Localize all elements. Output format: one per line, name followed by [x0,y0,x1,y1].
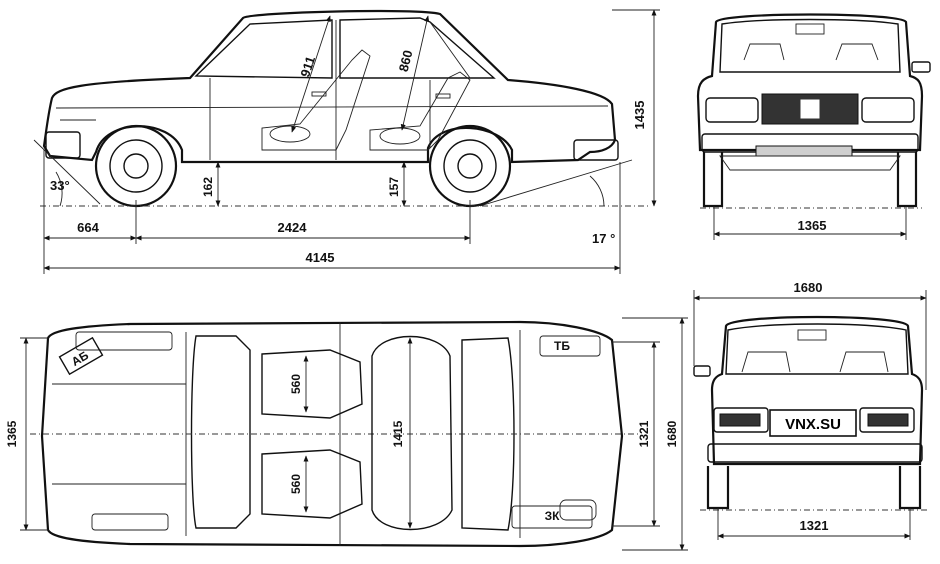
rear-track-label: 1321 [800,518,829,533]
front-seat-upper-width-label: 560 [289,374,303,394]
length-label: 4145 [306,250,335,265]
rear-seat-width-label: 1415 [391,420,405,447]
battery-label: АБ [69,348,91,369]
fuel-tank-label: ТБ [554,339,570,353]
roof-diagonal-rear-label: 860 [396,49,416,74]
top-body-width-label: 1680 [665,420,679,447]
departure-angle-label: 17 ° [592,231,615,246]
front-track-label: 1365 [798,218,827,233]
license-plate-text: VNX.SU [785,416,841,433]
approach-angle-label: 33° [50,178,70,193]
rear-clearance-label: 157 [387,177,401,197]
top-overall-width-label: 1365 [5,420,19,447]
height-label: 1435 [632,101,647,130]
front-view: 1365 [696,13,931,240]
rear-overall-width-label: 1680 [794,280,823,295]
spare-wheel-label: ЗК [545,509,561,523]
front-clearance-label: 162 [201,177,215,197]
top-rear-track-label: 1321 [637,420,651,447]
front-seat-lower-width-label: 560 [289,474,303,494]
side-view: 911 860 1435 33° 162 157 17 ° 664 2424 4… [33,9,660,274]
roof-diagonal-front-label: 911 [297,54,318,79]
wheelbase-label: 2424 [278,220,308,235]
rear-view: 1680 VNX.SU 1321 [693,280,930,540]
top-view: 1365 560 560 1415 1321 1680 АБ ТБ ЗК [5,317,688,551]
front-overhang-label: 664 [77,220,99,235]
